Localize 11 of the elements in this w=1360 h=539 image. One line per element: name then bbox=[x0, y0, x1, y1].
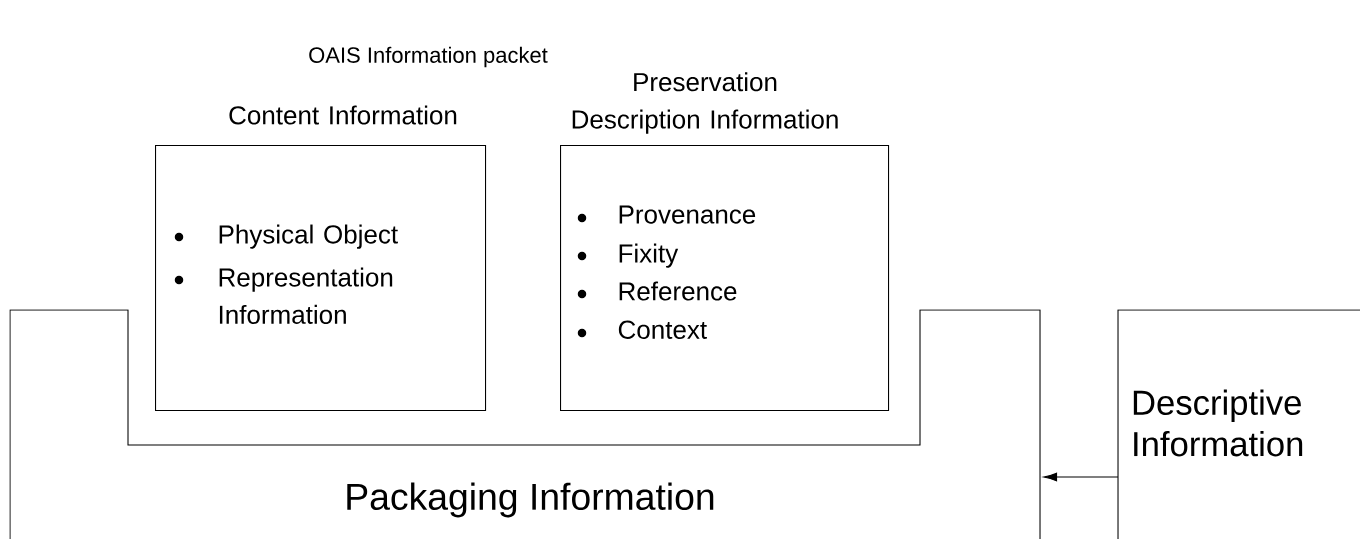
bullet-item: Physical Object bbox=[174, 224, 398, 249]
box-heading: Preservation Description Information bbox=[572, 72, 838, 134]
bullet-item: Fixity bbox=[577, 243, 679, 268]
arrow bbox=[1043, 472, 1119, 482]
bullet-item: Reference bbox=[577, 281, 737, 301]
descriptive-box: Descriptive Information bbox=[1117, 309, 1360, 539]
box-heading: Content Information bbox=[229, 105, 457, 125]
bullet-item: Provenance bbox=[577, 205, 756, 224]
diagram-title: OAIS Information packet bbox=[309, 46, 548, 68]
bullet-item: Representation Information bbox=[174, 267, 393, 324]
bullet-item: Context bbox=[577, 320, 707, 339]
